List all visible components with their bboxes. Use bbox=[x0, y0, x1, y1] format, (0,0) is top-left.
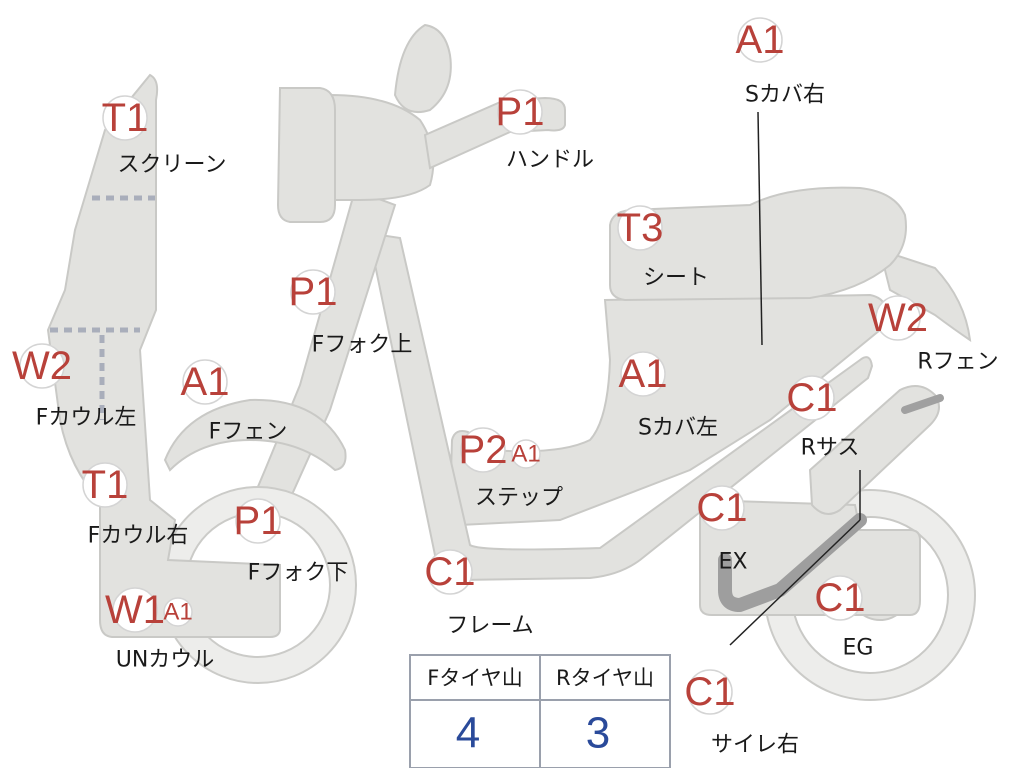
part-label-side-cover-left: Sカバ左 bbox=[638, 416, 718, 441]
code-badge-circle bbox=[460, 427, 506, 473]
code-badge-circle bbox=[19, 343, 65, 389]
rear-suspension-rod bbox=[901, 394, 944, 414]
code-badge-text: C1 bbox=[424, 550, 475, 594]
code-badge-text: A1 bbox=[736, 18, 785, 62]
front-tire-value: 4 bbox=[456, 709, 480, 758]
code-badge-circle bbox=[511, 439, 541, 469]
part-label-handle: ハンドル bbox=[506, 148, 594, 173]
front-tire-header: Fタイヤ山 bbox=[427, 666, 522, 690]
part-label-seat: シート bbox=[643, 266, 709, 291]
mirror-shape bbox=[393, 23, 452, 114]
tire-tread-table: Fタイヤ山 Rタイヤ山 4 3 bbox=[409, 654, 671, 768]
part-label-front-cowl-left: Fカウル左 bbox=[36, 406, 137, 431]
code-badge-text: P1 bbox=[289, 270, 338, 314]
part-label-under-cowl: UNカウル bbox=[116, 648, 215, 673]
part-label-screen: スクリーン bbox=[118, 153, 227, 178]
code-badge-circle bbox=[620, 351, 666, 397]
part-callout-seat: T3 シート bbox=[617, 205, 709, 291]
part-label-engine: EG bbox=[843, 636, 874, 661]
part-badges: T1スクリーンP1ハンドルA1Sカバ右T3シートP1Fフォク上W2RフェンW2F… bbox=[12, 17, 999, 758]
part-label-exhaust: EX bbox=[719, 550, 748, 575]
part-callout-frame: C1 フレーム bbox=[424, 549, 534, 639]
leader-side-cover-right bbox=[757, 111, 763, 346]
code-badge-circle bbox=[875, 295, 921, 341]
code-badge-text: W2 bbox=[868, 296, 928, 340]
code-badge-text: C1 bbox=[684, 670, 735, 714]
code-badge-circle bbox=[737, 17, 783, 63]
rear-tire-header: Rタイヤ山 bbox=[556, 666, 654, 690]
code-badge-circle bbox=[789, 375, 835, 421]
rear-suspension-body bbox=[808, 385, 940, 515]
code-badge-text: A1 bbox=[619, 352, 668, 396]
code-badge-circle bbox=[817, 575, 863, 621]
part-label-rear-fender: Rフェン bbox=[917, 350, 998, 375]
code-badge-text: C1 bbox=[814, 576, 865, 620]
part-label-frame: フレーム bbox=[446, 614, 533, 639]
code-badge-text: W1 bbox=[105, 588, 165, 632]
code-badge-circle bbox=[427, 549, 473, 595]
part-label-front-cowl-right: Fカウル右 bbox=[88, 524, 189, 549]
part-callout-handle: P1 ハンドル bbox=[496, 89, 594, 173]
part-label-muffler-right: サイレ右 bbox=[711, 733, 799, 758]
code-badge-text: P1 bbox=[234, 499, 283, 543]
front-fender-shape bbox=[163, 398, 347, 472]
code-badge-text: A1 bbox=[511, 441, 540, 468]
part-callout-screen: T1 スクリーン bbox=[102, 95, 227, 178]
code-badge-circle bbox=[617, 205, 663, 251]
code-badge-text: T3 bbox=[617, 206, 664, 250]
rear-fender-shape bbox=[878, 248, 972, 343]
code-badge-circle bbox=[497, 89, 543, 135]
rear-tire-value: 3 bbox=[586, 709, 610, 758]
headlight-lens bbox=[276, 87, 336, 223]
code-badge-text: A1 bbox=[163, 599, 192, 626]
code-badge-circle bbox=[687, 669, 733, 715]
part-label-rear-suspension: Rサス bbox=[801, 436, 860, 461]
code-badge-circle bbox=[102, 95, 148, 141]
part-label-step: ステップ bbox=[475, 486, 563, 511]
leader-muffler bbox=[729, 519, 861, 646]
code-badge-text: P2 bbox=[459, 428, 508, 472]
seat-shape bbox=[609, 186, 907, 302]
exhaust-pipe bbox=[718, 513, 867, 612]
part-label-front-fender: Fフェン bbox=[209, 420, 288, 445]
leader-lines bbox=[729, 111, 861, 646]
code-badge-text: A1 bbox=[181, 360, 230, 404]
part-label-front-fork-upper: Fフォク上 bbox=[312, 333, 413, 358]
part-callout-muffler-right: C1 サイレ右 bbox=[684, 669, 799, 758]
code-badge-circle bbox=[699, 485, 745, 531]
code-badge-circle bbox=[163, 597, 193, 627]
code-badge-circle bbox=[112, 587, 158, 633]
code-badge-circle bbox=[82, 462, 128, 508]
code-badge-text: C1 bbox=[786, 376, 837, 420]
part-label-front-fork-lower: Fフォク下 bbox=[248, 561, 349, 586]
code-badge-text: C1 bbox=[696, 486, 747, 530]
code-badge-circle bbox=[235, 498, 281, 544]
part-label-side-cover-right: Sカバ右 bbox=[745, 83, 825, 108]
code-badge-text: W2 bbox=[12, 344, 72, 388]
code-badge-circle bbox=[290, 269, 336, 315]
code-badge-text: T1 bbox=[102, 96, 149, 140]
code-badge-text: P1 bbox=[496, 90, 545, 134]
code-badge-text: T1 bbox=[82, 463, 129, 507]
code-badge-circle bbox=[182, 359, 228, 405]
